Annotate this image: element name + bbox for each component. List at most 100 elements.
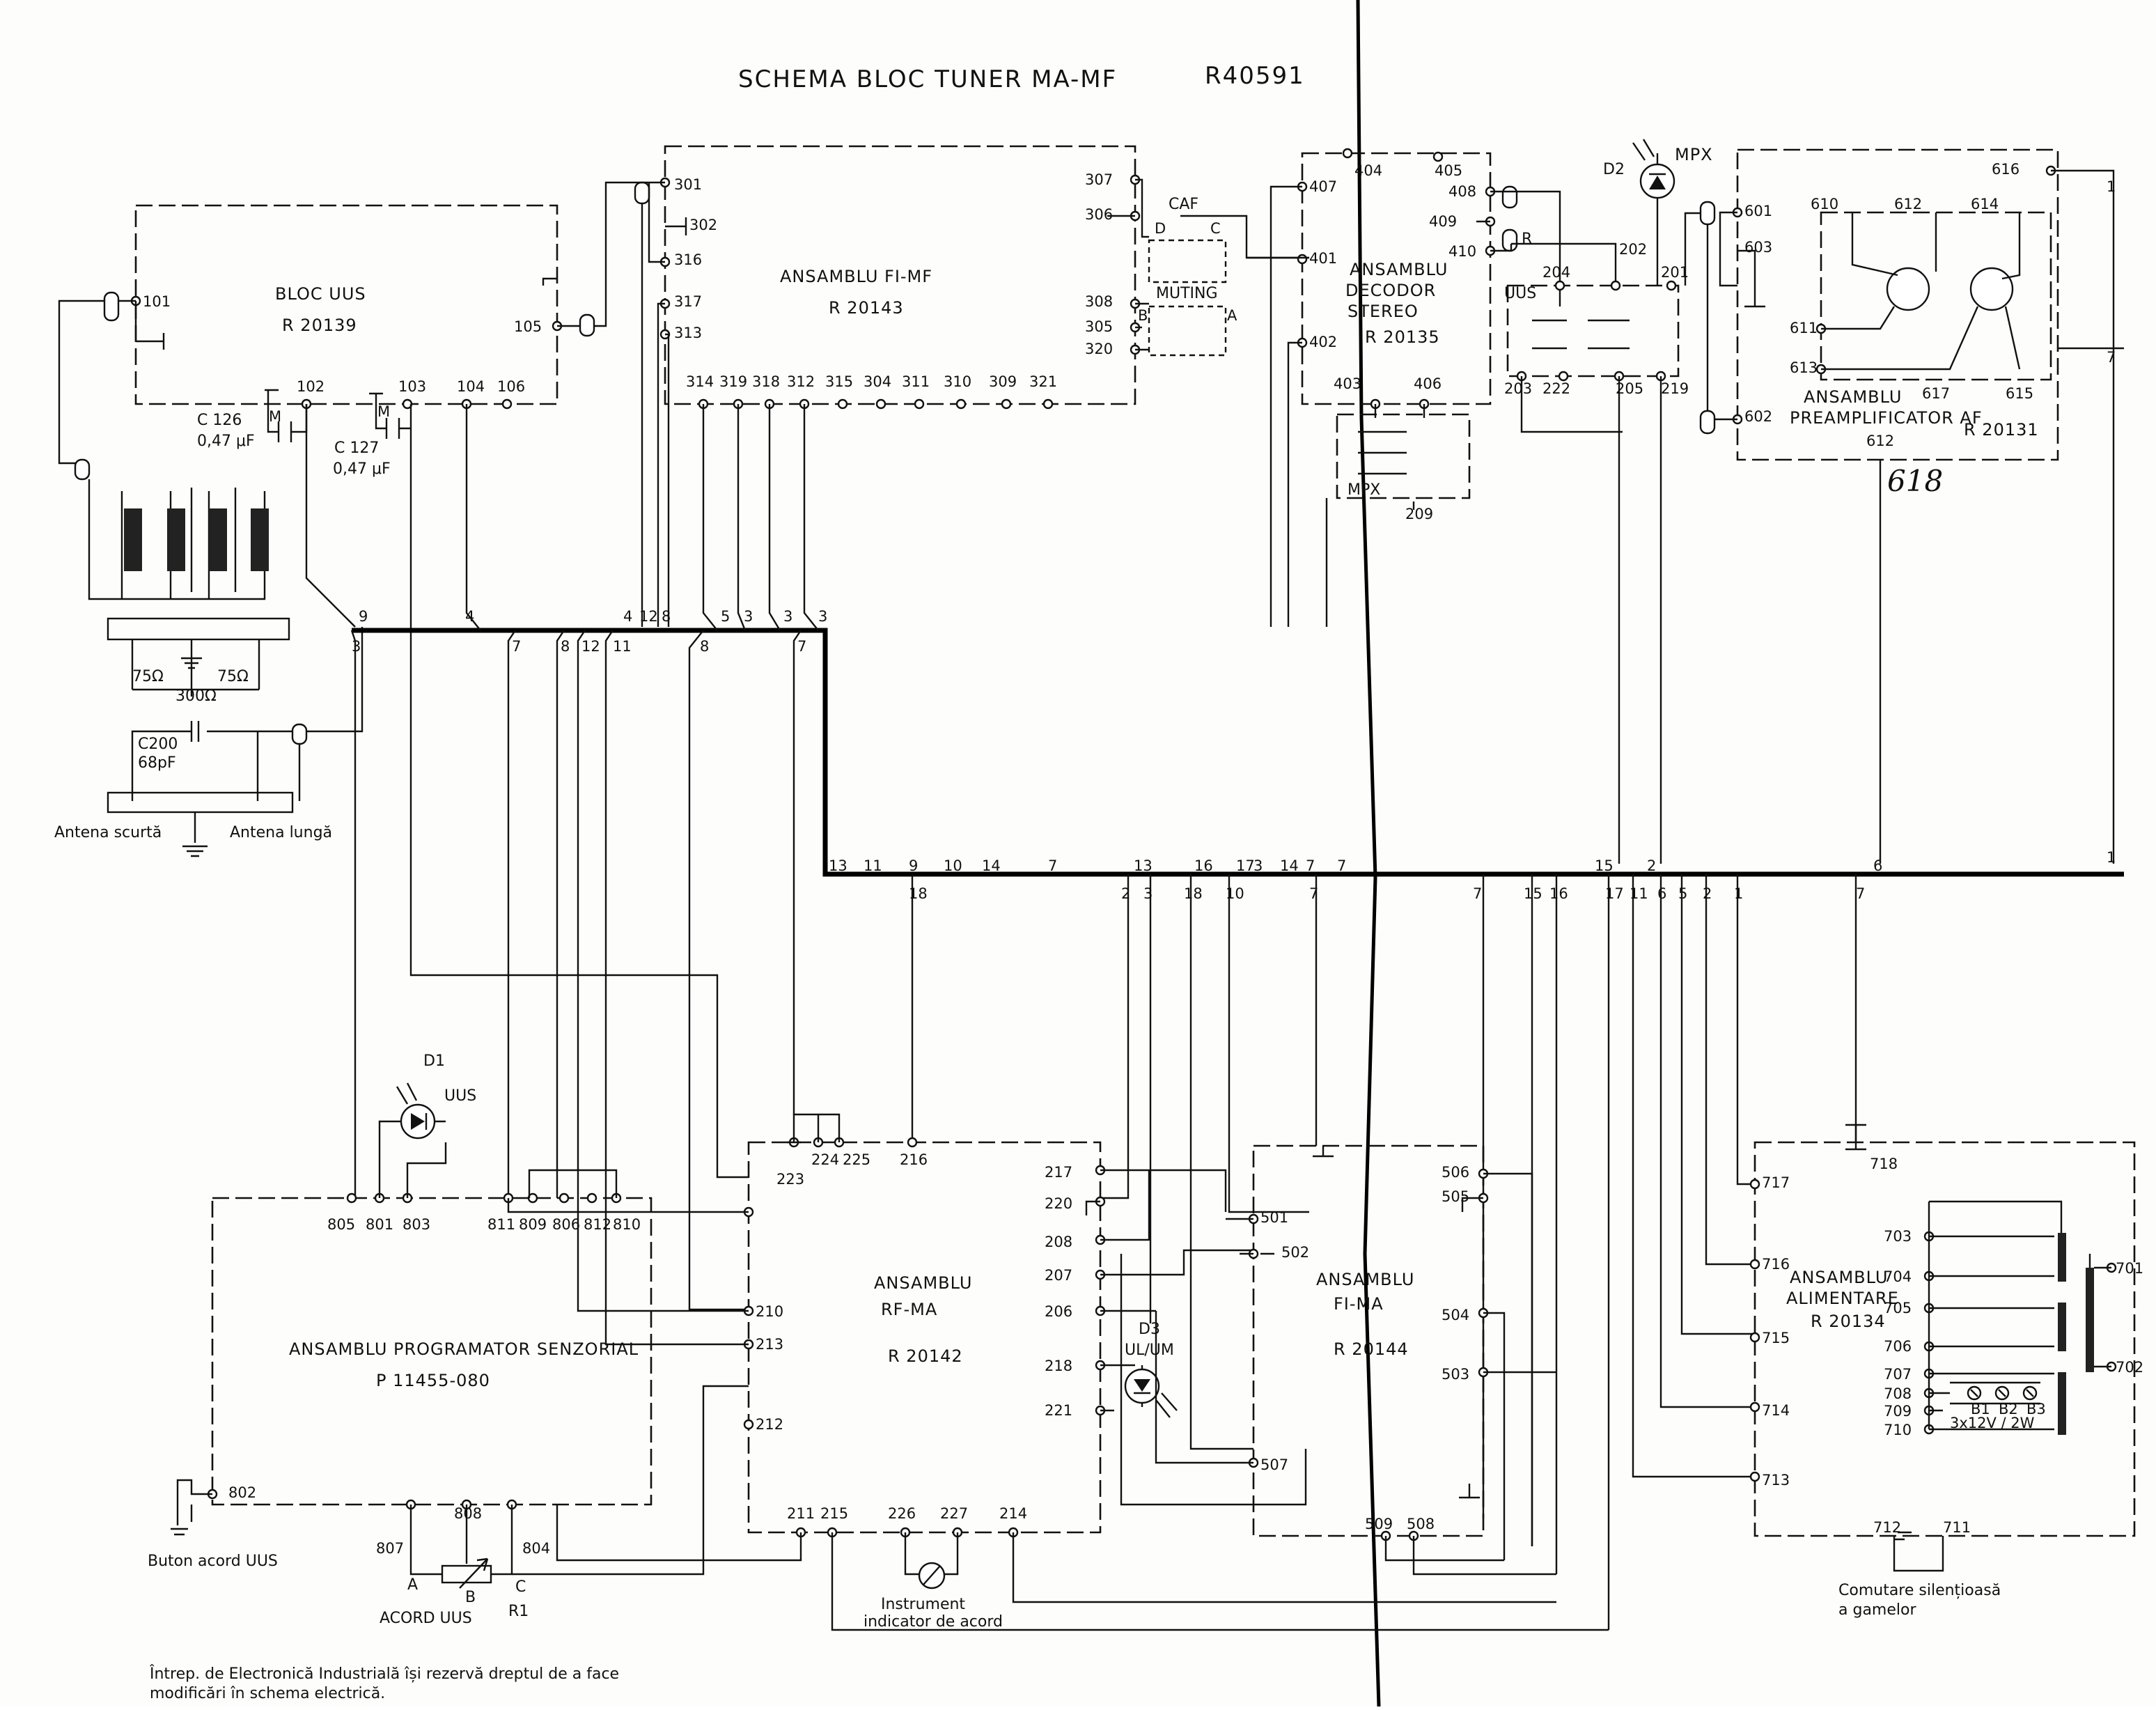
svg-text:617: 617 bbox=[1922, 385, 1950, 402]
comutare-label-2: a gamelor bbox=[1838, 1601, 1916, 1619]
pin-306: 306 bbox=[1085, 206, 1113, 223]
svg-text:214: 214 bbox=[999, 1505, 1027, 1522]
din-socket-right bbox=[1969, 267, 2014, 311]
svg-text:403: 403 bbox=[1334, 375, 1361, 392]
led-d2-label: MPX bbox=[1675, 145, 1713, 164]
svg-text:12: 12 bbox=[581, 638, 600, 655]
svg-text:A: A bbox=[1227, 307, 1237, 324]
alimentare-code: R 20134 bbox=[1811, 1312, 1886, 1331]
svg-text:702: 702 bbox=[2116, 1359, 2143, 1376]
svg-text:7: 7 bbox=[512, 638, 521, 655]
capacitors-c126-c127: M C 126 0,47 μF M C 127 0,47 μF bbox=[197, 389, 749, 1179]
svg-text:508: 508 bbox=[1407, 1516, 1435, 1532]
rf-ma-code: R 20142 bbox=[888, 1346, 963, 1366]
svg-text:703: 703 bbox=[1884, 1228, 1912, 1245]
svg-text:4: 4 bbox=[623, 608, 632, 625]
block-bloc-uus: BLOC UUS R 20139 101 105 102 103 104 106 bbox=[130, 204, 563, 410]
svg-text:B2: B2 bbox=[1999, 1401, 2018, 1417]
led-d1-name: D1 bbox=[423, 1052, 445, 1070]
svg-text:206: 206 bbox=[1045, 1303, 1072, 1320]
svg-text:807: 807 bbox=[376, 1540, 404, 1557]
handwritten-618: 618 bbox=[1887, 464, 1943, 498]
svg-text:1: 1 bbox=[2107, 178, 2116, 195]
fi-ma-name-2: FI-MA bbox=[1334, 1294, 1384, 1314]
svg-text:7: 7 bbox=[1337, 857, 1346, 874]
svg-text:614: 614 bbox=[1971, 196, 1999, 212]
svg-text:14: 14 bbox=[1280, 857, 1299, 874]
pin-106: 106 bbox=[497, 378, 525, 395]
svg-text:802: 802 bbox=[228, 1484, 256, 1501]
svg-text:221: 221 bbox=[1045, 1402, 1072, 1419]
svg-text:3: 3 bbox=[352, 638, 361, 655]
impedance-300: 300Ω bbox=[175, 687, 217, 705]
page-fold-line bbox=[1356, 0, 1381, 1707]
svg-text:210: 210 bbox=[756, 1303, 783, 1320]
svg-text:14: 14 bbox=[982, 857, 1001, 874]
svg-text:16: 16 bbox=[1194, 857, 1213, 874]
svg-text:810: 810 bbox=[613, 1216, 641, 1233]
svg-text:219: 219 bbox=[1661, 380, 1689, 397]
led-d3-ulum: D3 UL/UM bbox=[1120, 1254, 1307, 1506]
svg-text:504: 504 bbox=[1442, 1307, 1469, 1323]
led-d1-label: UUS bbox=[444, 1087, 476, 1105]
decodor-name-1: ANSAMBLU bbox=[1350, 260, 1448, 279]
svg-text:715: 715 bbox=[1762, 1330, 1790, 1346]
svg-text:601: 601 bbox=[1744, 203, 1772, 219]
svg-text:312: 312 bbox=[787, 373, 815, 390]
svg-text:15: 15 bbox=[1524, 885, 1542, 902]
svg-text:B1: B1 bbox=[1971, 1401, 1990, 1417]
led-d2-mpx: D2 MPX bbox=[1603, 139, 1713, 286]
programator-code: P 11455-080 bbox=[376, 1371, 490, 1390]
fi-ma-name-1: ANSAMBLU bbox=[1316, 1270, 1414, 1289]
svg-text:407: 407 bbox=[1309, 178, 1337, 195]
svg-text:3: 3 bbox=[818, 608, 827, 625]
svg-text:222: 222 bbox=[1542, 380, 1570, 397]
preamp-name-2: PREAMPLIFICATOR AF bbox=[1790, 408, 1983, 428]
svg-text:704: 704 bbox=[1884, 1268, 1912, 1285]
svg-text:11: 11 bbox=[613, 638, 632, 655]
footer-line-1: Întrep. de Electronică Industrială își r… bbox=[149, 1665, 619, 1683]
svg-text:204: 204 bbox=[1542, 264, 1570, 281]
svg-text:226: 226 bbox=[888, 1505, 916, 1522]
svg-text:17: 17 bbox=[1236, 857, 1255, 874]
pin-317: 317 bbox=[674, 293, 702, 310]
svg-text:611: 611 bbox=[1790, 320, 1818, 336]
svg-text:7: 7 bbox=[2107, 349, 2116, 366]
svg-text:224: 224 bbox=[811, 1151, 839, 1168]
alimentare-name-1: ANSAMBLU bbox=[1790, 1268, 1888, 1287]
svg-text:8: 8 bbox=[700, 638, 709, 655]
uus-switch-label: UUS bbox=[1504, 285, 1536, 302]
block-programator: ANSAMBLU PROGRAMATOR SENZORIAL P 11455-0… bbox=[207, 1120, 653, 1557]
preamp-name-1: ANSAMBLU bbox=[1804, 387, 1902, 407]
svg-text:801: 801 bbox=[366, 1216, 393, 1233]
mpx-switch: MPX 209 bbox=[1325, 404, 1471, 627]
footer-line-2: modificări în schema electrică. bbox=[150, 1685, 385, 1702]
svg-text:716: 716 bbox=[1762, 1256, 1790, 1273]
resistor-r: R bbox=[1522, 231, 1532, 248]
instrument-label-2: indicator de acord bbox=[864, 1613, 1003, 1631]
svg-text:612: 612 bbox=[1866, 433, 1894, 449]
svg-text:613: 613 bbox=[1790, 359, 1818, 376]
svg-text:18: 18 bbox=[1184, 885, 1203, 902]
svg-text:3: 3 bbox=[744, 608, 753, 625]
svg-text:7: 7 bbox=[1048, 857, 1057, 874]
svg-text:712: 712 bbox=[1873, 1519, 1901, 1536]
c126-value: 0,47 μF bbox=[197, 433, 255, 450]
svg-text:212: 212 bbox=[756, 1416, 783, 1433]
svg-text:5: 5 bbox=[1678, 885, 1687, 902]
svg-text:B: B bbox=[465, 1589, 476, 1606]
svg-text:9: 9 bbox=[359, 608, 368, 625]
svg-text:309: 309 bbox=[989, 373, 1017, 390]
c127-name: C 127 bbox=[334, 440, 379, 457]
label-antena-scurta: Antena scurtă bbox=[54, 824, 162, 841]
svg-text:201: 201 bbox=[1661, 264, 1689, 281]
svg-text:809: 809 bbox=[519, 1216, 547, 1233]
svg-text:1: 1 bbox=[2107, 849, 2116, 866]
block-preamp-af: ANSAMBLU PREAMPLIFICATOR AF R 20131 6166… bbox=[1684, 148, 2124, 864]
lamps-spec: 3x12V / 2W bbox=[1950, 1415, 2035, 1431]
svg-text:507: 507 bbox=[1260, 1456, 1288, 1473]
svg-text:207: 207 bbox=[1045, 1267, 1072, 1284]
svg-text:8: 8 bbox=[662, 608, 671, 625]
